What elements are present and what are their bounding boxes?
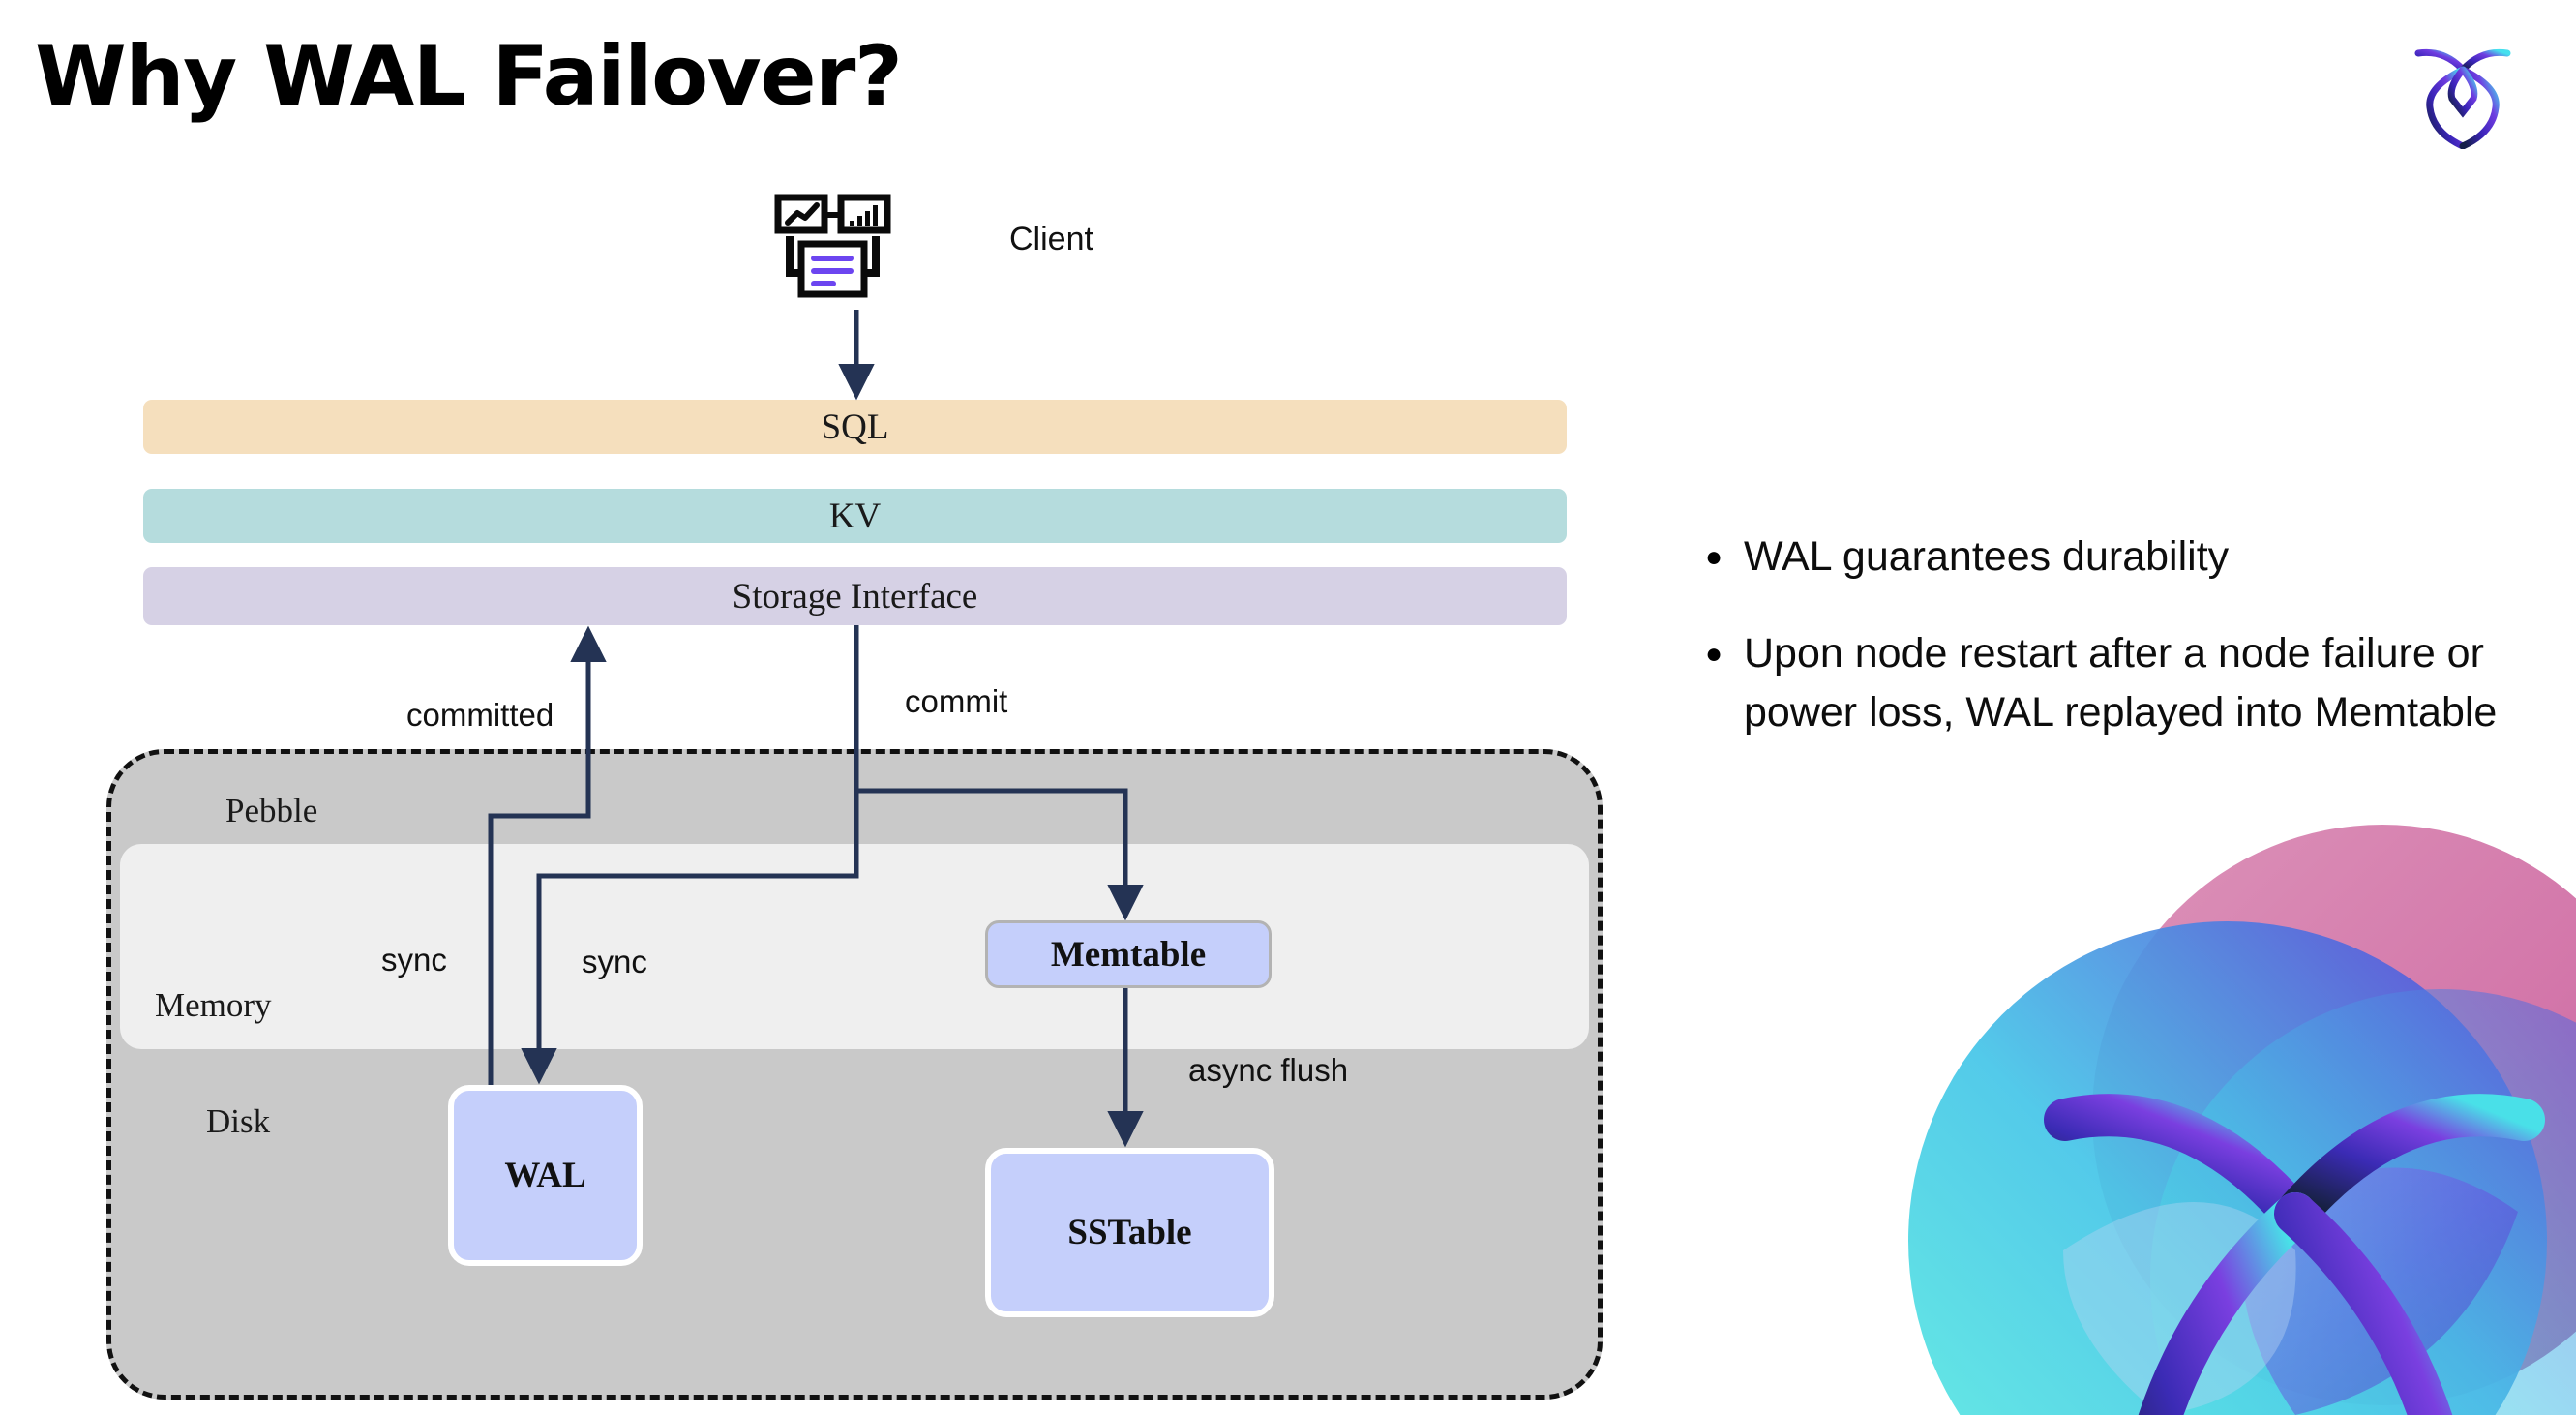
cockroachdb-watermark-icon <box>1908 825 2576 1415</box>
layer-bar-sql[interactable]: SQL <box>143 400 1567 454</box>
layer-bar-storage-interface[interactable]: Storage Interface <box>143 567 1567 625</box>
edge-label-sync-2: sync <box>582 944 647 979</box>
node-wal-label: WAL <box>504 1156 586 1195</box>
page-title: Why WAL Failover? <box>35 28 903 125</box>
layer-bar-kv-label: KV <box>828 496 882 536</box>
node-memtable[interactable]: Memtable <box>985 920 1272 988</box>
layer-bar-sql-label: SQL <box>821 406 889 447</box>
disk-label: Disk <box>206 1102 271 1140</box>
layer-bar-kv[interactable]: KV <box>143 489 1567 543</box>
list-item: ● WAL guarantees durability <box>1705 527 2537 587</box>
pebble-label: Pebble <box>225 792 318 829</box>
bullet-text: WAL guarantees durability <box>1744 533 2230 580</box>
edge-label-async-flush: async flush <box>1188 1052 1349 1088</box>
bullet-list: ● WAL guarantees durability ● Upon node … <box>1705 527 2537 779</box>
bullet-marker-icon: ● <box>1705 638 1723 670</box>
memory-region <box>120 844 1589 1049</box>
layer-bar-storage-label: Storage Interface <box>732 576 978 617</box>
node-sstable[interactable]: SSTable <box>985 1148 1274 1317</box>
list-item: ● Upon node restart after a node failure… <box>1705 624 2537 742</box>
bullet-marker-icon: ● <box>1705 541 1723 573</box>
node-wal[interactable]: WAL <box>448 1085 643 1266</box>
client-label: Client <box>1009 221 1093 257</box>
cockroachdb-logo-icon <box>2414 48 2511 149</box>
memory-label: Memory <box>155 986 272 1024</box>
node-memtable-label: Memtable <box>1050 934 1207 975</box>
bullet-text: Upon node restart after a node failure o… <box>1744 630 2498 737</box>
node-sstable-label: SSTable <box>1067 1213 1192 1252</box>
edge-label-commit: commit <box>905 683 1008 719</box>
client-monitor-icon <box>774 194 891 298</box>
edge-label-sync-1: sync <box>381 942 447 978</box>
edge-label-committed: committed <box>406 697 554 733</box>
